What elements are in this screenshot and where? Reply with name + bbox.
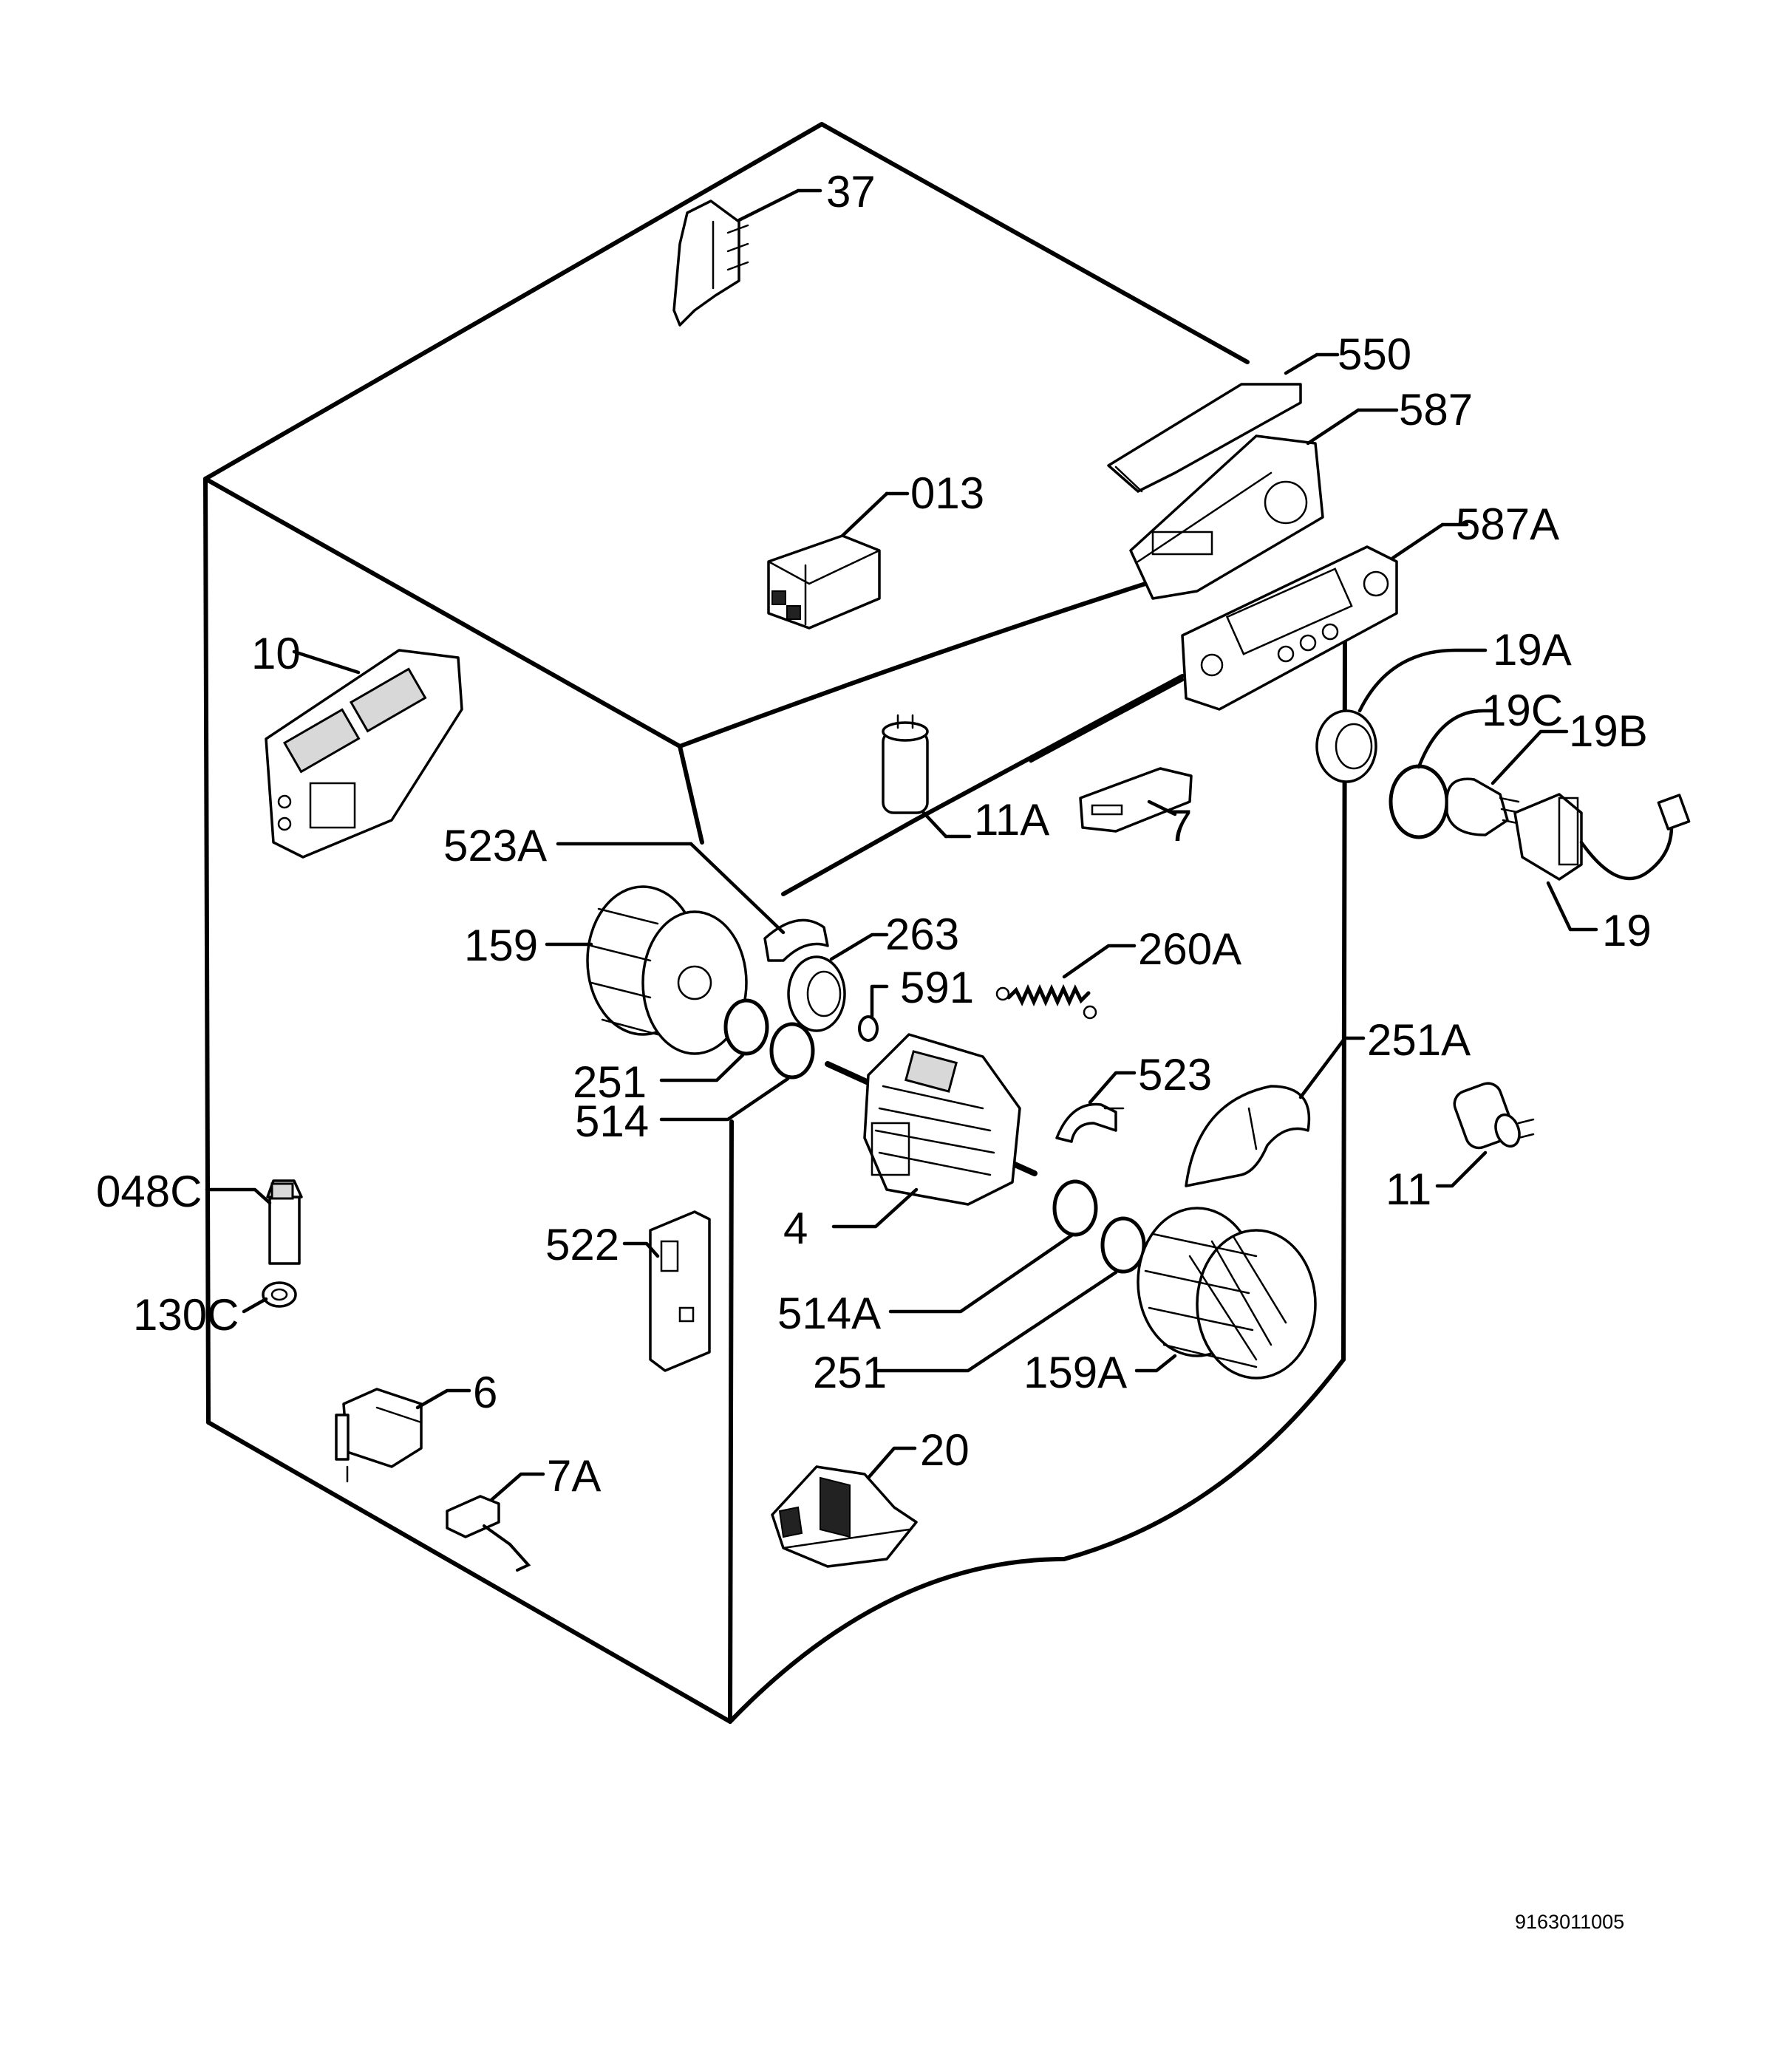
label-251-lower: 251	[813, 1348, 887, 1397]
part-251-bearing-lower	[873, 1216, 1146, 1373]
label-11: 11	[1386, 1165, 1431, 1214]
part-10-heater	[265, 649, 463, 859]
part-523-clamp	[1055, 1071, 1137, 1143]
part-523A-clamp	[556, 842, 829, 962]
label-251-left: 251	[573, 1057, 647, 1107]
label-20: 20	[920, 1425, 970, 1475]
label-4: 4	[783, 1204, 808, 1253]
label-260A: 260A	[1138, 924, 1241, 974]
part-11A-capacitor	[882, 714, 972, 839]
label-514: 514	[575, 1097, 649, 1146]
drawing-code: 9163011005	[1515, 1911, 1624, 1933]
part-159A-fan	[1134, 1207, 1317, 1380]
label-514A: 514A	[777, 1289, 881, 1338]
part-587A-control-panel	[1029, 522, 1469, 763]
part-7-switch	[1079, 767, 1193, 833]
part-11-capacitor	[1435, 1082, 1535, 1188]
part-251-bearing-upper	[659, 998, 769, 1082]
label-251A: 251A	[1367, 1015, 1471, 1065]
label-591: 591	[900, 963, 974, 1012]
label-013: 013	[910, 468, 984, 518]
label-19: 19	[1602, 906, 1652, 955]
part-514-seal-upper	[659, 1022, 815, 1122]
label-7: 7	[1168, 801, 1192, 850]
part-4-motor	[825, 1033, 1038, 1229]
label-159: 159	[464, 921, 538, 970]
part-20-pump	[771, 1446, 918, 1568]
label-550: 550	[1338, 330, 1411, 379]
part-514A-seal	[888, 1179, 1098, 1314]
part-522-catch	[622, 1210, 711, 1372]
label-19C: 19C	[1482, 686, 1563, 735]
label-263: 263	[885, 910, 959, 959]
part-159-fan	[545, 885, 748, 1055]
label-10: 10	[251, 629, 301, 678]
part-19A-lens	[1315, 648, 1488, 783]
part-6-door-lock	[335, 1388, 471, 1483]
part-19B-lamp	[1445, 729, 1569, 836]
label-523: 523	[1138, 1050, 1212, 1099]
label-19A: 19A	[1493, 625, 1572, 675]
part-19-lamp-holder	[1513, 793, 1691, 932]
part-048C-sensor	[205, 1179, 303, 1265]
label-6: 6	[473, 1368, 497, 1417]
label-159A: 159A	[1023, 1348, 1127, 1397]
label-523A: 523A	[443, 821, 547, 870]
part-013-filter	[767, 491, 910, 630]
label-19B: 19B	[1569, 706, 1648, 756]
label-587: 587	[1399, 385, 1473, 434]
part-591-washer	[858, 984, 889, 1042]
label-522: 522	[545, 1220, 619, 1269]
part-260A-spring	[995, 944, 1137, 1020]
label-048C: 048C	[96, 1167, 202, 1216]
part-labels: 37 550 587 013 587A 10 19A 19C 19B 11A 7…	[96, 167, 1652, 1933]
part-130C-grommet	[242, 1281, 297, 1314]
part-251A-duct	[1185, 1036, 1366, 1187]
label-11A: 11A	[974, 795, 1049, 845]
part-550-cover	[1107, 352, 1340, 493]
label-587A: 587A	[1456, 499, 1559, 549]
label-7A: 7A	[547, 1451, 601, 1501]
part-587-control-board	[1129, 408, 1399, 600]
cabinet-outline	[203, 122, 1347, 1724]
part-7A-microswitch	[446, 1472, 545, 1572]
label-130C: 130C	[133, 1290, 239, 1340]
part-263-pulley	[787, 932, 889, 1032]
label-37: 37	[826, 167, 876, 216]
part-37-bracket	[672, 188, 822, 327]
